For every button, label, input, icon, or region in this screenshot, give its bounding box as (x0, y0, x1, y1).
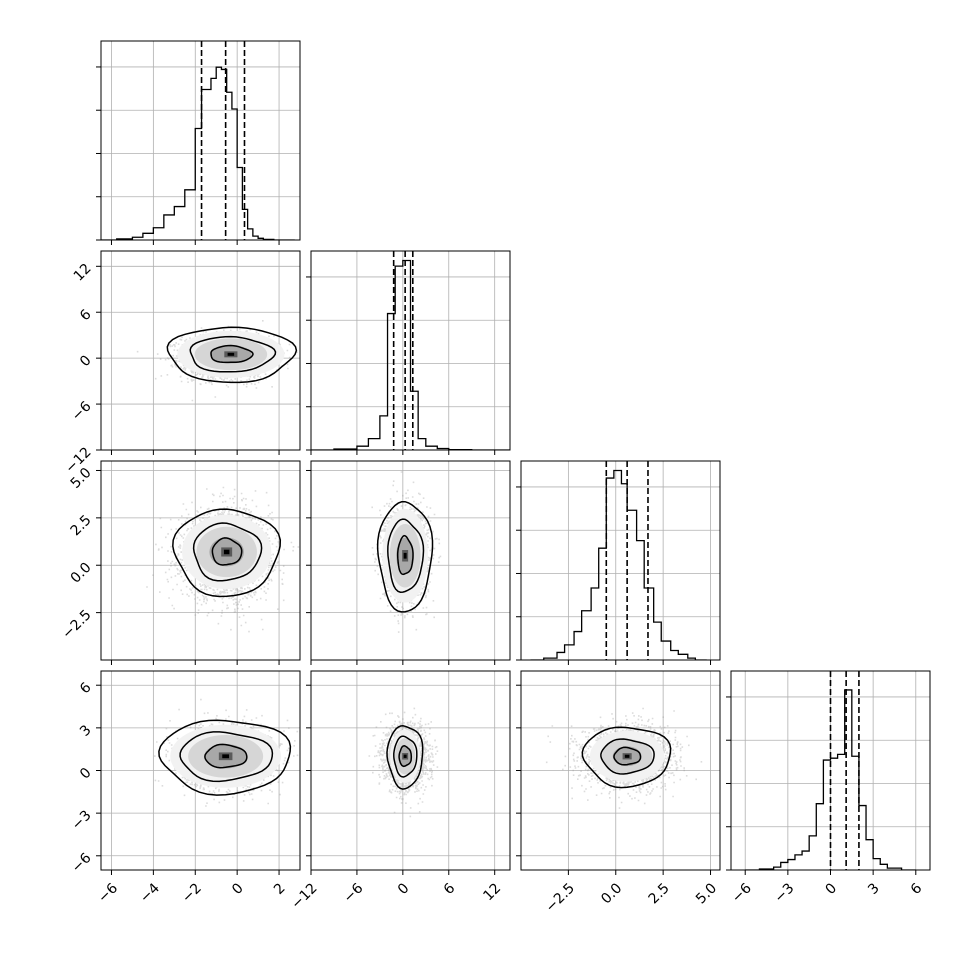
x-tick-label: 0 (229, 880, 247, 898)
panel-frame (100, 460, 301, 661)
contour-line (204, 743, 248, 769)
x-tick-label: −6 (341, 880, 367, 906)
contour-line (396, 534, 414, 576)
scatter-panel-3-2 (516, 670, 721, 875)
y-tick-label: 0 (77, 352, 95, 370)
x-tick-label: −6 (95, 880, 121, 906)
y-tick-label: 12 (71, 261, 95, 285)
density-peak (624, 754, 630, 758)
y-tick-label: 3 (77, 722, 95, 740)
hist-panel-3 (726, 670, 931, 875)
scatter-panel-1-0 (96, 250, 301, 455)
scatter-panel-3-0 (96, 670, 301, 875)
contour-line (613, 746, 642, 766)
hist-panel-0 (96, 40, 301, 245)
contour-line (158, 719, 292, 796)
panel-frame (100, 40, 301, 241)
x-tick-label: 3 (865, 880, 883, 898)
y-tick-label: 0 (77, 765, 95, 783)
x-tick-label: 6 (441, 880, 459, 898)
contour-line (211, 537, 243, 566)
panel-frame (310, 250, 511, 451)
histogram-step-line (101, 66, 295, 240)
density-peak (403, 754, 407, 758)
x-tick-label: 12 (480, 880, 504, 904)
contour-line (393, 735, 418, 778)
x-tick-label: −12 (288, 880, 320, 912)
panel-frame (520, 460, 721, 661)
y-tick-label: 6 (77, 680, 95, 698)
histogram-step-line (530, 469, 707, 660)
x-tick-label: 5.0 (693, 880, 720, 907)
panel-frame (100, 250, 301, 451)
x-tick-label: 6 (908, 880, 926, 898)
density-peak (222, 754, 230, 759)
contour-line (600, 738, 655, 775)
y-tick-label: 0.0 (68, 560, 95, 587)
contour-line (376, 500, 434, 613)
contour-line (179, 731, 274, 783)
density-peak (227, 352, 235, 356)
contour-line (387, 518, 425, 593)
panel-frame (310, 460, 511, 661)
hist-panel-1 (306, 250, 511, 455)
scatter-panel-3-1 (306, 670, 511, 875)
y-tick-label: −6 (69, 398, 95, 424)
y-tick-label: 2.5 (68, 512, 95, 539)
contour-line (398, 745, 413, 768)
contour-line (386, 725, 424, 790)
contour-line (172, 508, 282, 598)
x-tick-label: −4 (137, 880, 163, 906)
scatter-panel-2-0 (96, 460, 301, 665)
y-tick-label: −2.5 (59, 607, 94, 642)
x-tick-label: 2 (271, 880, 289, 898)
density-peak (403, 552, 407, 559)
hist-panel-2 (516, 460, 721, 665)
x-tick-label: 0 (395, 880, 413, 898)
x-tick-label: −2 (179, 880, 205, 906)
density-peak (223, 549, 230, 555)
histogram-step-line (745, 689, 916, 870)
x-tick-label: −2.5 (543, 880, 578, 915)
contour-line (210, 344, 254, 364)
y-tick-label: −3 (69, 807, 95, 833)
x-tick-label: 0.0 (598, 880, 625, 907)
y-tick-label: −6 (69, 850, 95, 876)
histogram-step-line (311, 259, 510, 450)
x-tick-label: −6 (729, 880, 755, 906)
contour-line (192, 522, 263, 582)
y-tick-label: 6 (77, 307, 95, 325)
x-tick-label: 2.5 (646, 880, 673, 907)
x-tick-label: −3 (772, 880, 798, 906)
contour-line (166, 326, 298, 384)
contour-line (189, 335, 277, 373)
x-tick-label: 0 (822, 880, 840, 898)
contour-line (581, 726, 672, 789)
scatter-panel-2-1 (306, 460, 511, 665)
